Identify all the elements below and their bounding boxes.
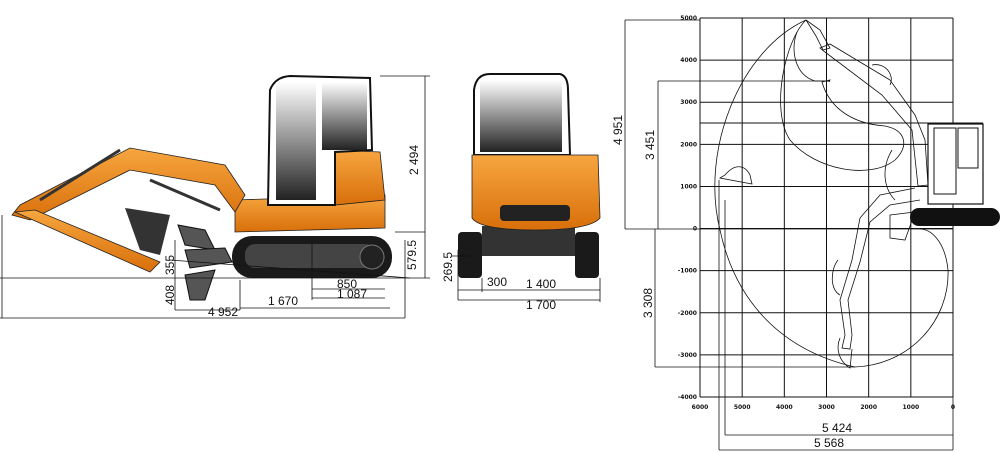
y-tick-label: 4000 (680, 57, 697, 64)
dim-track-gauge: 1 400 (526, 277, 556, 291)
digging-envelope (714, 19, 949, 368)
side-view: 2 494 579.5 355 408 1 670 850 1 087 4 95… (0, 74, 430, 319)
dim-track-length: 1 670 (268, 294, 298, 308)
y-tick-label: -4000 (678, 394, 697, 401)
side-dimension-lines (0, 75, 430, 319)
y-tick-label: 3000 (680, 99, 697, 106)
dim-max-reach: 5 568 (814, 436, 844, 450)
x-tick-label: 2000 (860, 404, 877, 411)
dim-track-width: 300 (487, 275, 507, 289)
dim-track-height: 579.5 (405, 240, 419, 270)
working-range-grid (699, 17, 954, 398)
y-tick-label: -2000 (678, 310, 697, 317)
dim-cab-height: 2 494 (407, 145, 421, 175)
excavator-working-outline (718, 19, 1000, 369)
excavator-side-drawing (11, 74, 392, 301)
working-range-dimension-lines (624, 19, 954, 451)
dim-blade-raise: 355 (163, 255, 177, 275)
rear-dimension-lines (452, 250, 601, 302)
rear-view: 269.5 300 1 400 1 700 (441, 73, 601, 312)
x-tick-label: 3000 (818, 404, 835, 411)
dim-sprocket-span: 850 (337, 277, 357, 291)
dim-max-dig-height: 4 951 (611, 115, 625, 145)
dim-max-dump-height: 3 451 (643, 130, 657, 160)
dim-ground-clearance: 269.5 (441, 252, 455, 282)
y-tick-label: 1000 (680, 183, 697, 190)
y-tick-label: -3000 (678, 352, 697, 359)
dim-blade-dig: 408 (163, 285, 177, 305)
dim-overall-width: 1 700 (526, 298, 556, 312)
excavator-rear-drawing (458, 73, 601, 278)
dim-rear-to-tumbler: 1 087 (337, 287, 367, 301)
x-tick-label: 4000 (776, 404, 793, 411)
dim-reach-ground: 5 424 (822, 421, 852, 435)
x-tick-label: 5000 (734, 404, 751, 411)
y-tick-label: 5000 (680, 15, 697, 22)
y-tick-label: 2000 (680, 141, 697, 148)
y-tick-label: -1000 (678, 268, 697, 275)
inner-envelope (780, 19, 905, 171)
dim-max-dig-depth: 3 308 (641, 288, 655, 318)
x-tick-label: 1000 (902, 404, 919, 411)
dim-transport-length: 4 952 (208, 305, 238, 319)
x-tick-label: 6000 (692, 404, 709, 411)
